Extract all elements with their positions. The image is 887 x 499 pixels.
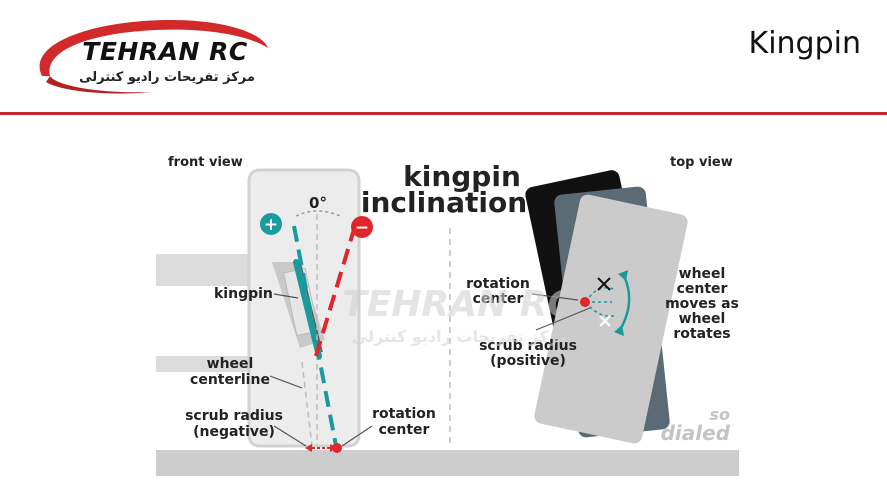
angle-label: 0° [309, 194, 327, 212]
rotation-center-front-label-2: center [379, 422, 430, 438]
logo-swoosh-icon [39, 20, 268, 94]
positive-inclination-line [292, 225, 338, 447]
scrub-arrow-left-icon [305, 444, 312, 452]
rotation-center-front-pointer [341, 425, 373, 447]
header-divider [0, 112, 887, 115]
kingpin-bar [293, 259, 322, 359]
wheel-center-marker-dark-icon [597, 277, 611, 291]
credit-line2: dialed [661, 421, 731, 445]
rotation-center-dot-front [332, 443, 342, 453]
rotation-center-dot-top [580, 297, 590, 307]
watermark-subtext: مرکز تفریحات رادیو کنترلی [352, 327, 568, 346]
logo-subtitle: مرکز تفریحات رادیو کنترلی [79, 70, 255, 85]
wheel-moves-label-4: wheel [679, 311, 726, 327]
watermark-text: TEHRAN RC [342, 284, 574, 325]
rotation-center-top-label-1: rotation [466, 276, 530, 292]
kingpin-label: kingpin [214, 286, 273, 302]
rotation-center-front-label-1: rotation [372, 406, 436, 422]
tire-position-near [534, 194, 688, 444]
wheel-centerline-label-2: centerline [190, 372, 270, 388]
lower-suspension-arm [156, 356, 268, 372]
wheel-moves-label-2: center [677, 281, 728, 297]
wheel-moves-label-5: rotates [673, 326, 730, 342]
top-view-label: top view [670, 155, 733, 170]
rotation-arrow-bottom-icon [614, 325, 624, 336]
tehran-rc-logo: TEHRAN RC مرکز تفریحات رادیو کنترلی [32, 14, 272, 98]
rotation-center-top-pointer [531, 293, 579, 301]
minus-symbol: − [355, 218, 369, 238]
wheel-center-marker-light-icon [599, 315, 611, 327]
diagram-title-line2: inclination [361, 186, 527, 219]
front-view-label: front view [168, 155, 243, 170]
wheel-moves-label-3: moves as [665, 296, 739, 312]
scrub-negative-label-2: (negative) [193, 424, 275, 440]
center-path-lower [585, 301, 615, 317]
kingpin-pointer [273, 293, 299, 299]
wheel-centerline-pointer [269, 375, 303, 389]
logo-text: TEHRAN RC [82, 37, 248, 66]
scrub-negative-pointer [273, 425, 307, 447]
scrub-positive-label-1: scrub radius [479, 338, 577, 354]
header: TEHRAN RC مرکز تفریحات رادیو کنترلی King… [0, 0, 887, 118]
page-title: Kingpin [748, 26, 861, 61]
plus-symbol: + [264, 215, 278, 235]
scrub-negative-label-1: scrub radius [185, 408, 283, 424]
plus-badge-icon [260, 213, 282, 235]
minus-badge-icon [351, 216, 373, 238]
diagram-title-line1: kingpin [403, 160, 521, 193]
wheel-centerline [301, 361, 313, 447]
scrub-positive-label-2: (positive) [490, 353, 566, 369]
rotation-center-top-label-2: center [473, 291, 524, 307]
wheel-centerline-label-1: wheel [207, 356, 254, 372]
ground [156, 450, 739, 476]
rotation-arrow-top-icon [618, 270, 628, 281]
scrub-positive-pointer [535, 307, 591, 331]
credit-line1: so [709, 405, 730, 424]
wheel-moves-label-1: wheel [679, 266, 726, 282]
